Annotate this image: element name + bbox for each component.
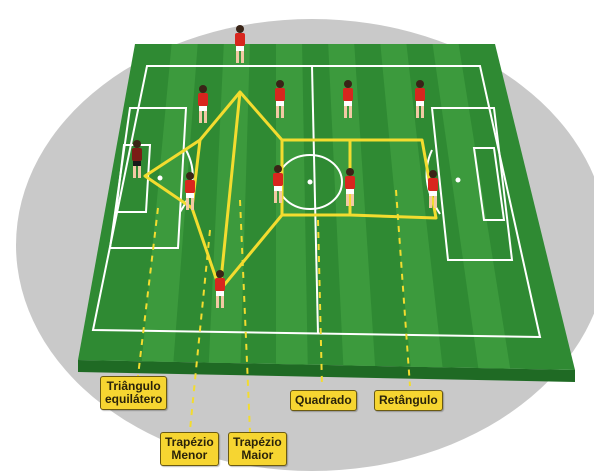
label-retangulo: Retângulo: [374, 390, 443, 411]
label-triangulo-equilatero: Triângulo equilátero: [100, 376, 167, 410]
label-quadrado: Quadrado: [290, 390, 357, 411]
centre-spot: [308, 180, 313, 185]
label-line: Maior: [233, 449, 282, 462]
label-line: Menor: [165, 449, 214, 462]
label-line: Retângulo: [379, 394, 438, 407]
right-penalty-spot: [456, 178, 461, 183]
label-trapezio-menor: Trapézio Menor: [160, 432, 219, 466]
label-line: equilátero: [105, 393, 162, 406]
label-trapezio-maior: Trapézio Maior: [228, 432, 287, 466]
left-penalty-spot: [158, 176, 163, 181]
label-line: Quadrado: [295, 394, 352, 407]
